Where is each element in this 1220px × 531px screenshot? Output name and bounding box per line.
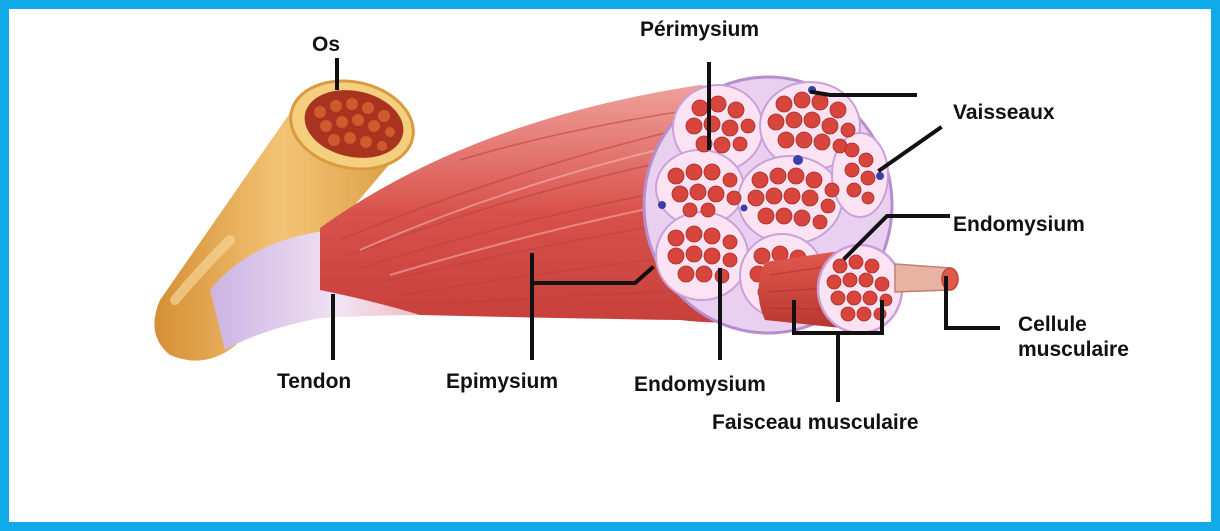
label-endomysium-bottom: Endomysium <box>634 373 766 396</box>
label-epimysium: Epimysium <box>446 370 558 393</box>
label-faisceau: Faisceau musculaire <box>712 411 919 434</box>
label-perimysium: Périmysium <box>640 18 759 41</box>
label-cellule-line1: Cellule <box>1018 313 1087 336</box>
leader-vaisseaux-2 <box>880 128 940 170</box>
label-endomysium-right: Endomysium <box>953 213 1085 236</box>
muscle-cell <box>895 264 958 292</box>
label-cellule-line2: musculaire <box>1018 338 1129 361</box>
label-tendon: Tendon <box>277 370 351 393</box>
label-os: Os <box>312 33 340 56</box>
label-vaisseaux: Vaisseaux <box>953 101 1055 124</box>
